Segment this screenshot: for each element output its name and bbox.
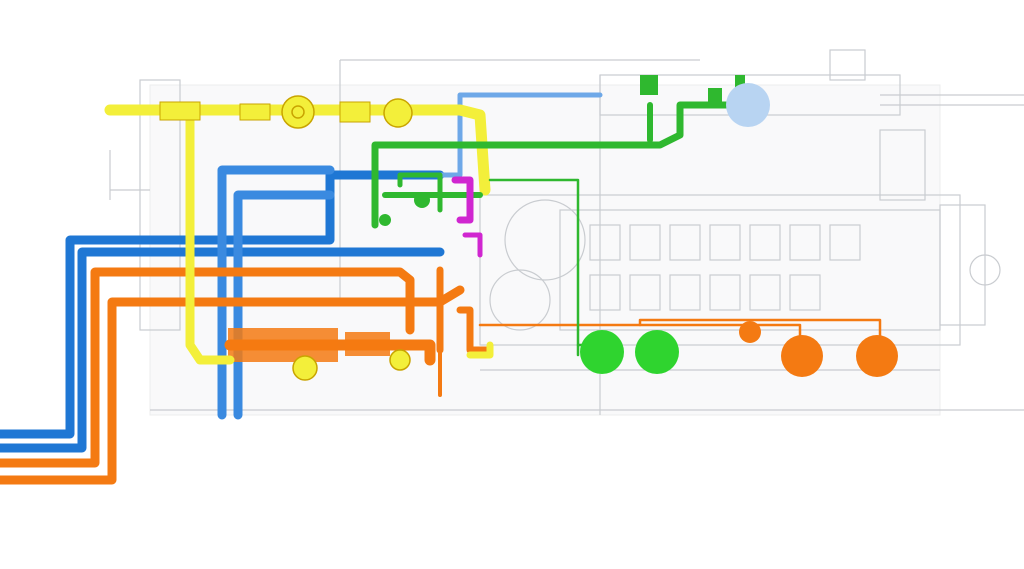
- orange-pump-skid: [228, 328, 411, 381]
- vessels: [580, 83, 898, 377]
- engine-cylinders: [589, 224, 861, 311]
- orange-vessel-1: [781, 335, 823, 377]
- blue-supply-lines: [0, 92, 603, 453]
- orange-vessel-small: [739, 321, 761, 343]
- yellow-line: [104, 95, 494, 365]
- pale-blue-vessel: [726, 83, 770, 127]
- yellow-fittings: [159, 95, 413, 129]
- orange-vessel-2: [856, 335, 898, 377]
- orange-lines: [0, 266, 882, 485]
- green-vessel-1: [580, 330, 624, 374]
- magenta-line: [451, 176, 483, 258]
- green-line: [371, 75, 745, 357]
- green-vessel-2: [635, 330, 679, 374]
